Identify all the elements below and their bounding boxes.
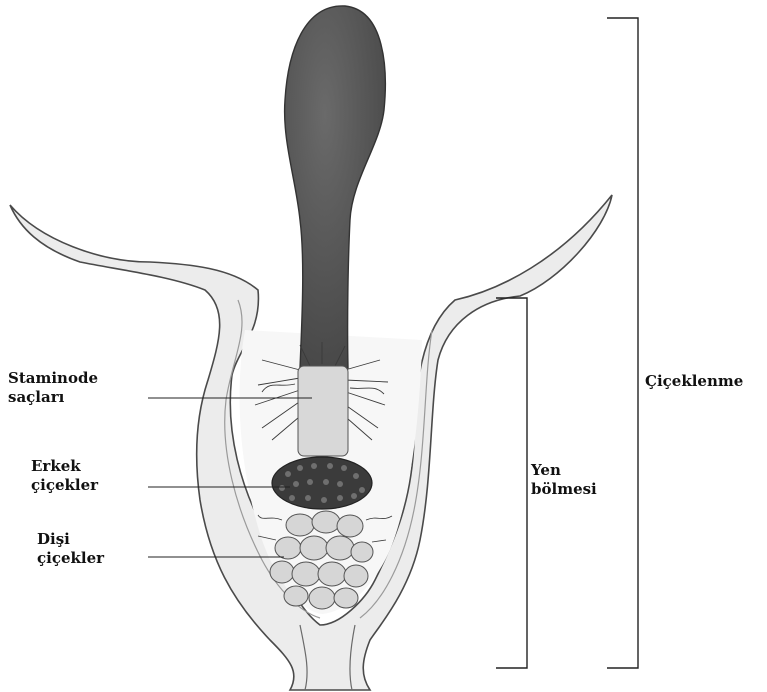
spadix-appendix bbox=[285, 6, 386, 368]
label-staminode-line1: Staminode bbox=[8, 369, 98, 388]
male-flowers bbox=[272, 457, 372, 509]
label-yen-line2: bölmesi bbox=[531, 480, 597, 499]
label-yen-line1: Yen bbox=[531, 461, 597, 480]
label-staminode-hairs: Staminode saçları bbox=[8, 369, 98, 407]
label-male-flowers: Erkek çiçekler bbox=[31, 457, 98, 495]
staminode-zone bbox=[298, 366, 348, 456]
label-trap-chamber: Yen bölmesi bbox=[531, 461, 597, 499]
bracket-ciceklenme bbox=[607, 18, 638, 668]
label-erkek-line1: Erkek bbox=[31, 457, 98, 476]
label-disi-line1: Dişi bbox=[37, 530, 104, 549]
label-inflorescence: Çiçeklenme bbox=[645, 372, 743, 391]
label-erkek-line2: çiçekler bbox=[31, 476, 98, 495]
label-female-flowers: Dişi çiçekler bbox=[37, 530, 104, 568]
label-staminode-line2: saçları bbox=[8, 388, 98, 407]
label-disi-line2: çiçekler bbox=[37, 549, 104, 568]
bracket-yen-bolmesi bbox=[496, 298, 527, 668]
